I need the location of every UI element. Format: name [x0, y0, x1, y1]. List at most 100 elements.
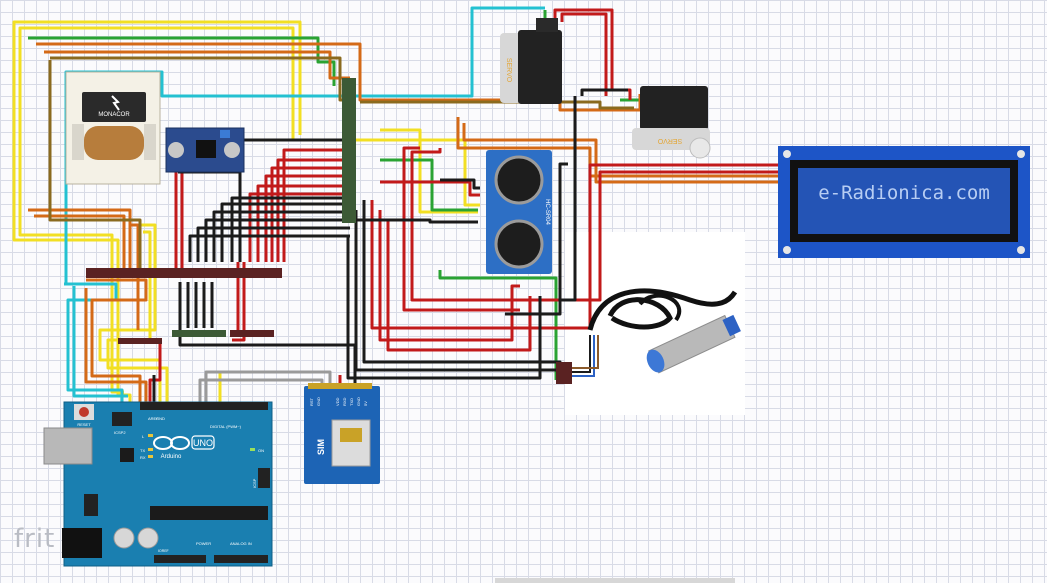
lcd-mount-hole	[783, 150, 791, 158]
wire	[64, 282, 124, 410]
wire	[212, 210, 350, 262]
servo-top-connector	[536, 18, 558, 32]
sim-module: RST GND VDD RXD TXD GND 5V SIM	[304, 383, 380, 484]
capacitor-2	[224, 142, 240, 158]
analog-header	[214, 555, 268, 563]
horizontal-header-strip	[86, 268, 282, 278]
wire	[380, 158, 478, 212]
wire	[130, 223, 140, 330]
sensor-lead-brown	[572, 335, 599, 369]
lcd-mount-hole	[1017, 246, 1025, 254]
transformer-core-left	[72, 124, 84, 160]
lightning-icon	[111, 95, 120, 111]
digital-label: DIGITAL (PWM~)	[210, 424, 242, 429]
usb-port	[43, 427, 93, 465]
sim-pin-labels: RST GND VDD RXD TXD GND 5V	[309, 397, 368, 406]
tx-led	[148, 448, 153, 451]
rx-led	[148, 455, 153, 458]
vertical-header-strip	[342, 78, 356, 223]
transformer-label-plate	[82, 92, 146, 122]
sim-label: SIM	[316, 439, 326, 455]
wire	[264, 174, 350, 262]
ultrasonic-sensor: HC-SR04	[486, 150, 552, 274]
cropped-component-edge	[495, 578, 735, 583]
voltage-regulator	[84, 494, 98, 516]
sim-card-slot	[331, 419, 371, 467]
transformer-coil	[84, 126, 144, 160]
servo-right-body	[640, 86, 708, 130]
wire	[220, 202, 350, 262]
l-led	[148, 434, 153, 437]
wire	[84, 288, 148, 410]
wire	[402, 146, 520, 312]
wire	[72, 286, 128, 398]
icsp-label: ICSP	[252, 478, 257, 488]
lcd-text: e-Radionica.com	[818, 182, 990, 204]
wire	[350, 218, 478, 224]
on-led	[250, 448, 255, 451]
sim-pin-label: TXD	[349, 398, 354, 406]
wire	[378, 210, 520, 342]
usb-chip	[120, 448, 134, 462]
potentiometer	[220, 130, 230, 138]
sim-pin-label: GND	[316, 397, 321, 406]
ultrasonic-transducer-bottom	[494, 219, 544, 269]
transformer-core-right	[144, 124, 156, 160]
digital-header	[140, 402, 268, 410]
servo-right-horn	[689, 137, 711, 159]
wire	[270, 166, 350, 262]
wire	[282, 148, 350, 262]
wire	[386, 220, 532, 352]
wire	[204, 218, 350, 262]
sim-pin-label: VDD	[335, 397, 340, 406]
uno-badge	[191, 435, 215, 450]
reset-button-cap[interactable]	[79, 407, 89, 417]
ultrasonic-label: HC-SR04	[544, 199, 550, 225]
wire	[178, 330, 357, 386]
fritzing-watermark: frit	[14, 524, 56, 554]
power-label: POWER	[196, 541, 211, 546]
transformer: MONACOR	[65, 71, 161, 185]
buck-converter-module	[165, 127, 245, 173]
arduino-label: Arduino	[161, 454, 182, 460]
wire	[440, 178, 480, 190]
sensor-cable-loop-2	[638, 293, 682, 322]
wire	[560, 12, 608, 96]
wire	[462, 123, 780, 184]
sensor-cable-loop	[607, 297, 673, 330]
sensor-terminal-strip	[556, 362, 572, 384]
wire	[196, 226, 350, 262]
small-header-strip-red	[230, 330, 274, 337]
ultrasonic-transducer-top	[494, 155, 544, 205]
lcd-display: e-Radionica.com	[778, 146, 1030, 258]
transformer-brand: MONACOR	[98, 112, 130, 118]
l-led-label: L	[142, 434, 145, 439]
servo-top-body	[518, 30, 562, 104]
tx-led-label: TX	[140, 448, 145, 453]
arduino-logo: UNO Arduino	[153, 435, 215, 460]
atmega-chip	[150, 506, 268, 520]
rx-led-label: RX	[140, 455, 146, 460]
wire	[346, 236, 542, 380]
capacitor-left	[113, 527, 135, 549]
wire	[178, 170, 242, 178]
servo-right-label: SERVO	[657, 137, 682, 144]
wire	[505, 162, 568, 316]
wire	[204, 370, 332, 408]
servo-right: SERVO	[632, 86, 711, 159]
wire	[305, 138, 480, 207]
inductive-proximity-sensor	[572, 288, 741, 377]
sim-chip	[340, 428, 362, 442]
icsp-header	[258, 468, 270, 488]
sim-pin-label: GND	[356, 397, 361, 406]
wire	[580, 88, 628, 96]
wire	[28, 208, 132, 272]
wire	[360, 100, 634, 110]
wire	[380, 128, 478, 214]
sensor-lead-blue	[572, 335, 595, 377]
lcd-mount-hole	[783, 246, 791, 254]
sim-pin-label: RST	[309, 397, 314, 406]
lcd-screen	[798, 168, 1010, 234]
icsp2-label: ICSP2	[114, 430, 126, 435]
